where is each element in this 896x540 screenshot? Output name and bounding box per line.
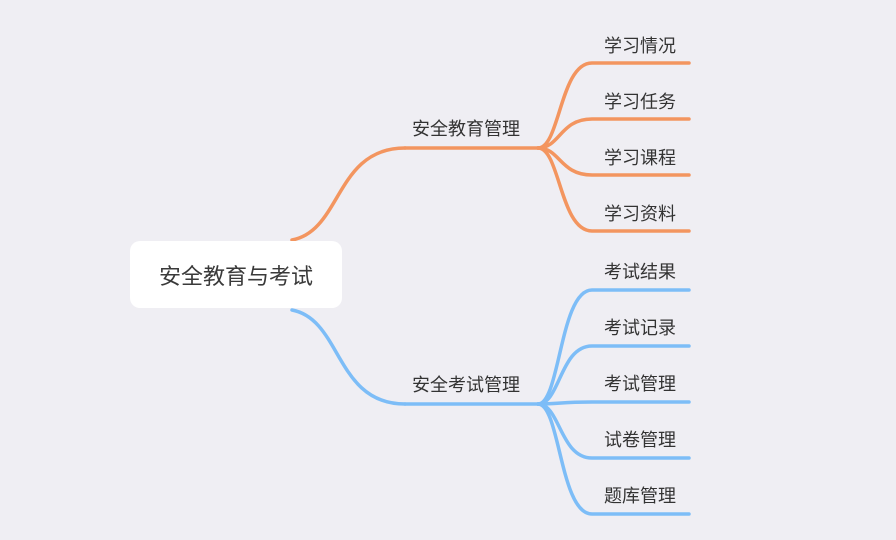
leaf-connector xyxy=(536,344,691,406)
leaf-node[interactable]: 试卷管理 xyxy=(580,430,700,452)
leaf-node[interactable]: 考试结果 xyxy=(580,262,700,284)
branch-node-safety-education[interactable]: 安全教育管理 xyxy=(376,119,556,141)
root-branch-connector xyxy=(290,146,407,242)
leaf-label: 考试管理 xyxy=(604,374,676,395)
leaf-label: 学习课程 xyxy=(604,148,676,169)
branch-label: 安全教育管理 xyxy=(412,119,520,140)
leaf-connector xyxy=(536,117,691,150)
leaf-label: 题库管理 xyxy=(604,486,676,507)
root-node-label: 安全教育与考试 xyxy=(158,264,313,290)
leaf-label: 学习情况 xyxy=(604,36,676,57)
leaf-node[interactable]: 考试记录 xyxy=(580,318,700,340)
leaf-connector xyxy=(536,400,691,406)
leaf-node[interactable]: 学习情况 xyxy=(580,36,700,58)
leaf-connector xyxy=(536,402,691,516)
root-node[interactable]: 安全教育与考试 xyxy=(130,241,342,308)
leaf-label: 考试结果 xyxy=(604,262,676,283)
root-branch-connector xyxy=(290,308,407,406)
leaf-node[interactable]: 考试管理 xyxy=(580,374,700,396)
leaf-label: 学习资料 xyxy=(604,204,676,225)
leaf-label: 考试记录 xyxy=(604,318,676,339)
leaf-connector xyxy=(536,146,691,233)
leaf-connector xyxy=(536,288,691,406)
branch-label: 安全考试管理 xyxy=(412,375,520,396)
leaf-node[interactable]: 学习课程 xyxy=(580,148,700,170)
leaf-label: 试卷管理 xyxy=(604,430,676,451)
branch-node-safety-exam[interactable]: 安全考试管理 xyxy=(376,375,556,397)
leaf-node[interactable]: 学习任务 xyxy=(580,92,700,114)
leaf-label: 学习任务 xyxy=(604,92,676,113)
leaf-node[interactable]: 学习资料 xyxy=(580,204,700,226)
leaf-connector xyxy=(536,61,691,150)
leaf-node[interactable]: 题库管理 xyxy=(580,486,700,508)
